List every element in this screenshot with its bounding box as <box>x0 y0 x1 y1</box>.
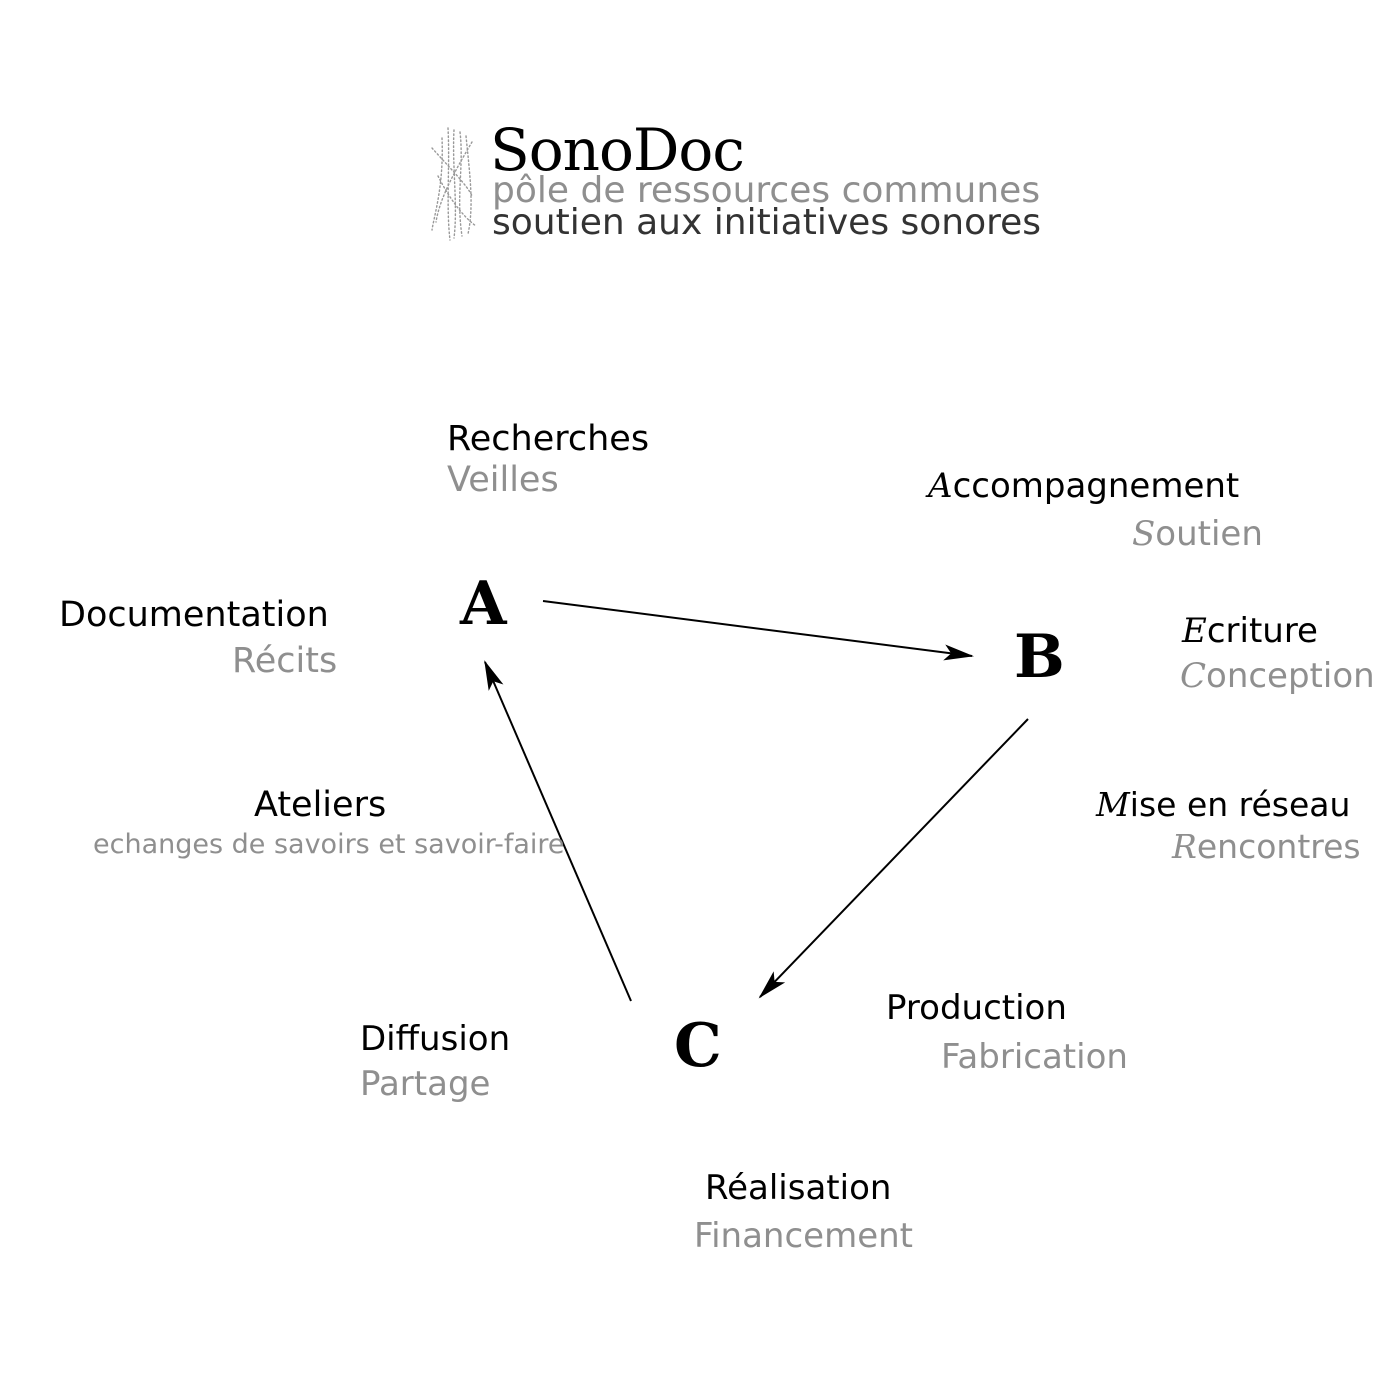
label-ecriture: Ecriture <box>1182 614 1318 648</box>
brand-tagline-resources: pôle de ressources communes <box>492 170 1041 211</box>
label-accompagnement-rest: ccompagnement <box>952 466 1240 506</box>
label-accompagnement: Accompagnement <box>928 469 1239 503</box>
label-diffusion: Diffusion <box>360 1019 511 1059</box>
brand-tagline-support: soutien aux initiatives sonores <box>492 202 1042 243</box>
label-mise-en-reseau-rest: ise en réseau <box>1129 785 1351 824</box>
sublabel-recits: Récits <box>232 641 338 681</box>
arrow-a-to-b <box>542 600 974 661</box>
sound-wave-dotted-logo <box>431 127 477 241</box>
sublabel-veilles: Veilles <box>447 460 559 500</box>
label-mise-en-reseau: Mise en réseau <box>1096 788 1350 821</box>
sublabel-soutien-rest: outien <box>1155 514 1263 554</box>
sublabel-partage: Partage <box>360 1064 491 1104</box>
sublabel-rencontres: Rencontres <box>1172 830 1361 863</box>
sublabel-conception-rest: onception <box>1206 656 1375 696</box>
sublabel-soutien: Soutien <box>1132 517 1263 551</box>
label-accompagnement-initial: A <box>928 466 953 506</box>
vertex-b: B <box>1014 622 1065 692</box>
label-ateliers: Ateliers <box>254 785 387 825</box>
sublabel-conception: Conception <box>1180 659 1375 693</box>
label-ecriture-rest: criture <box>1206 611 1318 651</box>
label-recherches: Recherches <box>447 419 650 459</box>
sublabel-conception-initial: C <box>1180 656 1207 696</box>
arrow-b-to-c <box>758 718 1029 999</box>
brand-title: SonoDoc <box>490 116 745 184</box>
sublabel-rencontres-initial: R <box>1172 827 1197 866</box>
label-documentation: Documentation <box>59 595 329 635</box>
label-mise-en-reseau-initial: M <box>1096 785 1130 824</box>
label-ecriture-initial: E <box>1182 611 1207 651</box>
sublabel-financement: Financement <box>694 1216 913 1256</box>
sublabel-rencontres-rest: encontres <box>1196 827 1361 866</box>
label-production: Production <box>886 988 1067 1028</box>
sublabel-soutien-initial: S <box>1132 514 1156 554</box>
sublabel-fabrication: Fabrication <box>941 1037 1128 1077</box>
arrow-c-to-a <box>484 660 632 1002</box>
vertex-c: C <box>674 1011 722 1081</box>
label-realisation: Réalisation <box>705 1168 892 1208</box>
vertex-a: A <box>460 569 507 639</box>
sublabel-echanges: echanges de savoirs et savoir-faire <box>93 829 565 860</box>
